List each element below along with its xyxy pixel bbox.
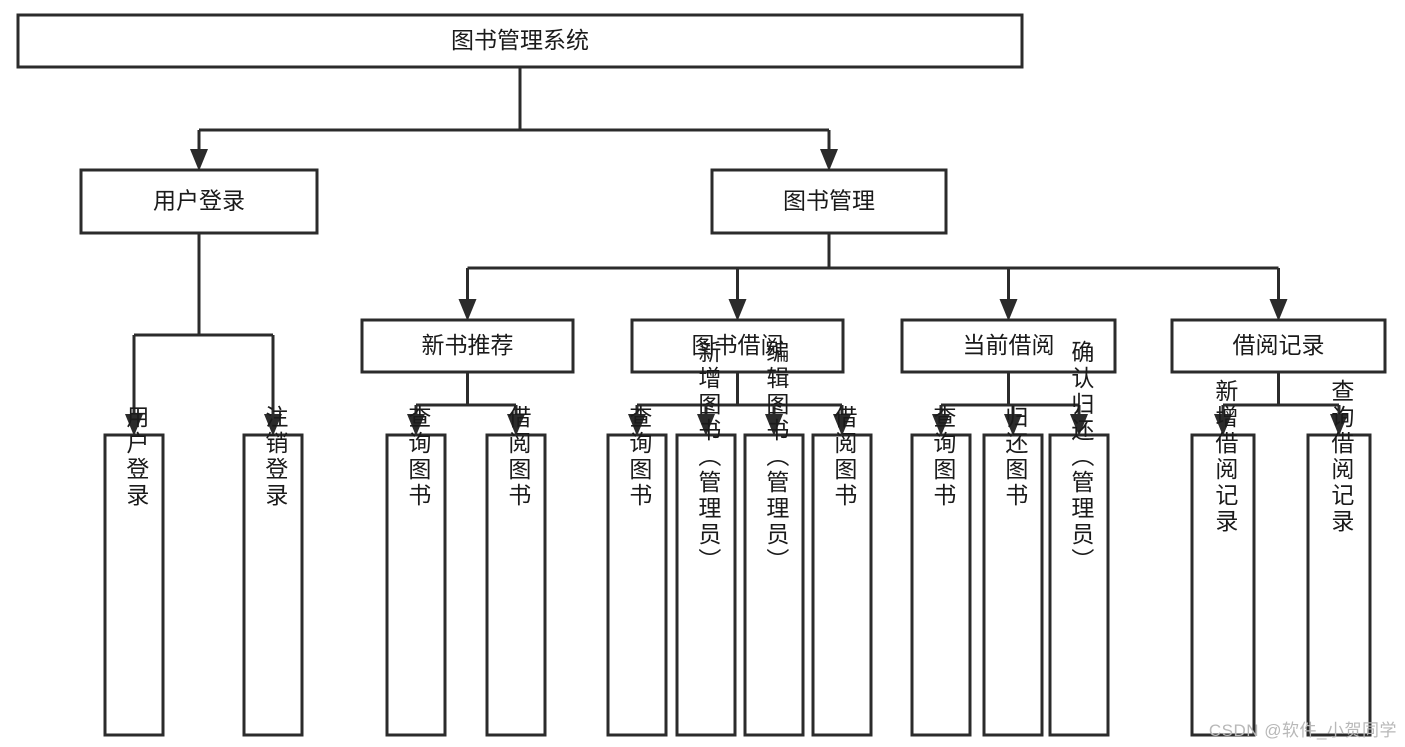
- node-label-current_borrow: 当前借阅: [963, 332, 1055, 358]
- node-box-book_manage: [710, 168, 948, 235]
- node-label-root: 图书管理系统: [451, 27, 589, 53]
- node-label-leaf_add_book: 新增图书（管理员）: [695, 340, 722, 574]
- node-leaf_return_book[interactable]: 归还图书: [982, 405, 1044, 737]
- connector-group-new_book_rec: [407, 372, 525, 436]
- node-label-leaf_query_book_a: 查询图书: [405, 405, 432, 509]
- node-user_login[interactable]: 用户登录: [79, 168, 319, 235]
- node-box-borrow_record: [1170, 318, 1387, 374]
- node-root[interactable]: 图书管理系统: [16, 13, 1024, 69]
- arrow-head-book_borrow: [728, 299, 747, 321]
- node-current_borrow[interactable]: 当前借阅: [900, 318, 1117, 374]
- node-box-book_borrow: [630, 318, 845, 374]
- arrow-head-borrow_record: [1269, 299, 1288, 321]
- arrow-head-book_manage: [820, 149, 838, 171]
- node-label-leaf_return_book: 归还图书: [1002, 405, 1029, 509]
- node-box-leaf_edit_book: [743, 433, 805, 737]
- arrow-head-leaf_user_login: [125, 414, 143, 436]
- node-label-leaf_user_login: 用户登录: [123, 405, 150, 509]
- node-label-new_book_rec: 新书推荐: [422, 332, 514, 358]
- node-box-user_login: [79, 168, 319, 235]
- node-leaf_query_book_a[interactable]: 查询图书: [385, 405, 447, 737]
- arrow-head-leaf_query_book_a: [407, 414, 425, 436]
- arrow-head-user_login: [190, 149, 208, 171]
- arrow-head-leaf_confirm_return: [1070, 414, 1088, 436]
- connector-group-root: [190, 67, 838, 171]
- node-label-leaf_borrow_book_a: 借阅图书: [505, 405, 532, 509]
- connector-group-current_borrow: [932, 372, 1088, 436]
- connector-group-book_borrow: [628, 372, 851, 436]
- arrow-head-leaf_edit_book: [765, 414, 783, 436]
- node-box-new_book_rec: [360, 318, 575, 374]
- node-label-leaf_edit_book: 编辑图书（管理员）: [763, 340, 790, 574]
- node-new_book_rec[interactable]: 新书推荐: [360, 318, 575, 374]
- connector-layer: [125, 67, 1348, 436]
- node-layer: 图书管理系统用户登录图书管理新书推荐图书借阅当前借阅借阅记录用户登录注销登录查询…: [16, 13, 1387, 737]
- node-box-leaf_return_book: [982, 433, 1044, 737]
- node-label-leaf_logout: 注销登录: [262, 405, 289, 509]
- node-box-leaf_query_book_b: [606, 433, 668, 737]
- node-book_manage[interactable]: 图书管理: [710, 168, 948, 235]
- arrow-head-leaf_logout: [264, 414, 282, 436]
- arrow-head-leaf_borrow_book_a: [507, 414, 525, 436]
- node-label-leaf_query_book_b: 查询图书: [626, 405, 653, 509]
- node-leaf_user_login[interactable]: 用户登录: [103, 405, 165, 737]
- node-box-current_borrow: [900, 318, 1117, 374]
- arrow-head-leaf_borrow_book_b: [833, 414, 851, 436]
- node-label-leaf_confirm_return: 确认归还（管理员）: [1068, 340, 1095, 574]
- node-label-book_manage: 图书管理: [783, 188, 875, 214]
- arrow-head-leaf_query_book_c: [932, 414, 950, 436]
- node-label-borrow_record: 借阅记录: [1233, 332, 1325, 358]
- node-leaf_logout[interactable]: 注销登录: [242, 405, 304, 737]
- node-box-leaf_confirm_return: [1048, 433, 1110, 737]
- arrow-head-leaf_query_book_b: [628, 414, 646, 436]
- node-leaf_confirm_return[interactable]: 确认归还（管理员）: [1048, 340, 1110, 737]
- node-box-leaf_query_book_a: [385, 433, 447, 737]
- arrow-head-leaf_add_book: [697, 414, 715, 436]
- connector-group-user_login: [125, 233, 282, 436]
- node-leaf_add_book[interactable]: 新增图书（管理员）: [675, 340, 737, 737]
- node-leaf_edit_book[interactable]: 编辑图书（管理员）: [743, 340, 805, 737]
- node-book_borrow[interactable]: 图书借阅: [630, 318, 845, 374]
- node-leaf_query_book_c[interactable]: 查询图书: [910, 405, 972, 737]
- node-box-leaf_query_book_c: [910, 433, 972, 737]
- connector-group-borrow_record: [1214, 372, 1348, 436]
- arrow-head-leaf_add_record: [1214, 414, 1232, 436]
- node-leaf_query_record[interactable]: 查询借阅记录: [1306, 379, 1372, 737]
- node-box-leaf_borrow_book_b: [811, 433, 873, 737]
- node-box-leaf_add_book: [675, 433, 737, 737]
- node-box-leaf_borrow_book_a: [485, 433, 547, 737]
- node-box-leaf_user_login: [103, 433, 165, 737]
- node-box-leaf_add_record: [1190, 433, 1256, 737]
- node-borrow_record[interactable]: 借阅记录: [1170, 318, 1387, 374]
- node-label-user_login: 用户登录: [153, 188, 245, 214]
- node-box-leaf_logout: [242, 433, 304, 737]
- node-label-leaf_add_record: 新增借阅记录: [1212, 379, 1239, 535]
- connector-group-book_manage: [458, 233, 1288, 321]
- node-box-root: [16, 13, 1024, 69]
- node-label-book_borrow: 图书借阅: [692, 332, 784, 358]
- node-label-leaf_borrow_book_b: 借阅图书: [831, 405, 858, 509]
- node-label-leaf_query_book_c: 查询图书: [930, 405, 957, 509]
- node-leaf_borrow_book_b[interactable]: 借阅图书: [811, 405, 873, 737]
- node-label-leaf_query_record: 查询借阅记录: [1328, 379, 1355, 535]
- node-leaf_query_book_b[interactable]: 查询图书: [606, 405, 668, 737]
- arrow-head-leaf_return_book: [1004, 414, 1022, 436]
- node-leaf_add_record[interactable]: 新增借阅记录: [1190, 379, 1256, 737]
- node-leaf_borrow_book_a[interactable]: 借阅图书: [485, 405, 547, 737]
- arrow-head-new_book_rec: [458, 299, 477, 321]
- node-box-leaf_query_record: [1306, 433, 1372, 737]
- arrow-head-leaf_query_record: [1330, 414, 1348, 436]
- arrow-head-current_borrow: [999, 299, 1018, 321]
- watermark-label: CSDN @软件_小贺同学: [1208, 721, 1397, 740]
